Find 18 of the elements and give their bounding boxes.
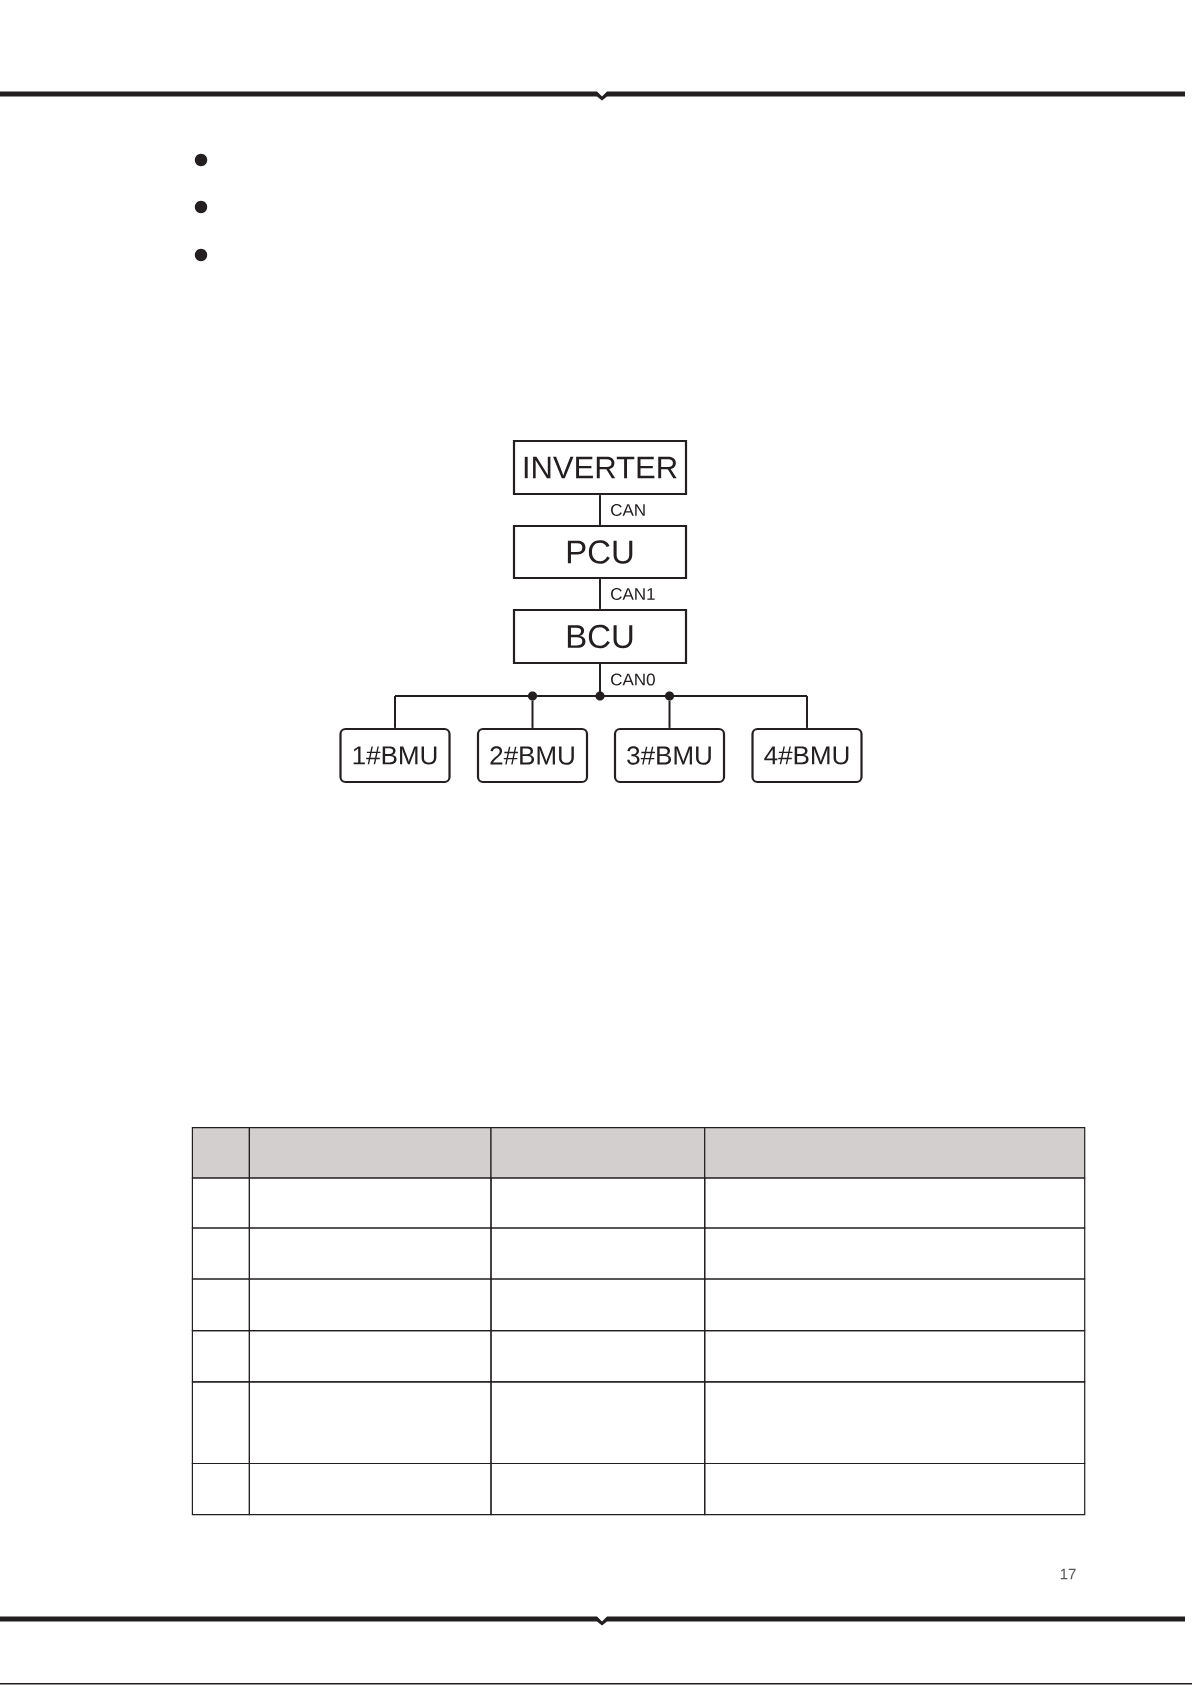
device-box: PCU [512,524,688,580]
device-box: BCU [512,608,688,665]
module-box: 3#BMU [613,727,726,784]
connector-line [599,578,601,610]
edge-label: CAN0 [609,672,657,687]
edge-label: CAN [609,503,648,517]
page-number: 17 [1060,1568,1076,1580]
drop-line [668,699,671,729]
connector-line [599,494,601,526]
device-box: INVERTER [512,439,688,496]
module-box: 1#BMU [339,727,451,784]
bus-line [394,663,808,697]
drop-line [531,699,534,729]
drop-line [394,695,396,729]
edge-label: CAN1 [609,587,657,601]
module-box: 2#BMU [476,727,589,784]
module-box: 4#BMU [751,727,863,784]
drop-line [806,695,808,729]
